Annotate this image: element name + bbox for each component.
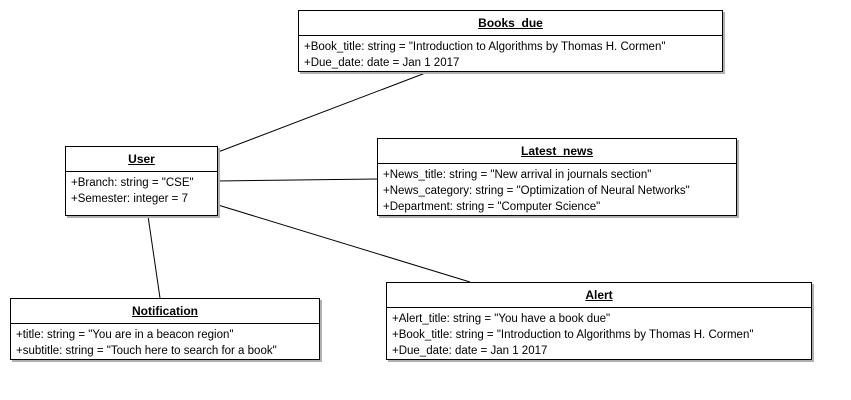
class-alert[interactable]: Alert +Alert_title: string = "You have a… [386, 282, 812, 360]
attribute-list: +title: string = "You are in a beacon re… [11, 324, 319, 359]
attribute: +Book_title: string = "Introduction to A… [392, 329, 754, 341]
class-notification[interactable]: Notification +title: string = "You are i… [10, 298, 320, 360]
attribute: +News_category: string = "Optimization o… [383, 185, 690, 197]
attribute: +Book_title: string = "Introduction to A… [304, 41, 666, 53]
attribute: +subtitle: string = "Touch here to searc… [16, 345, 277, 357]
class-latest-news[interactable]: Latest_news +News_title: string = "New a… [377, 138, 737, 216]
class-name-latest-news: Latest_news [378, 139, 736, 164]
association-user-books-due [217, 71, 429, 153]
association-user-latest-news [217, 178, 378, 182]
association-user-notification [147, 215, 161, 299]
attribute: +Branch: string = "CSE" [71, 177, 194, 189]
attribute: +Alert_title: string = "You have a book … [392, 313, 611, 325]
attribute: +title: string = "You are in a beacon re… [16, 329, 234, 341]
class-books-due[interactable]: Books_due +Book_title: string = "Introdu… [298, 10, 723, 72]
class-user[interactable]: User +Branch: string = "CSE" +Semester: … [65, 146, 218, 216]
attribute-list: +Branch: string = "CSE" +Semester: integ… [66, 172, 217, 207]
attribute: +Department: string = "Computer Science" [383, 201, 601, 213]
attribute-list: +News_title: string = "New arrival in jo… [378, 164, 736, 215]
attribute: +News_title: string = "New arrival in jo… [383, 169, 652, 181]
attribute: +Due_date: date = Jan 1 2017 [304, 57, 460, 69]
attribute-list: +Alert_title: string = "You have a book … [387, 308, 811, 359]
class-name-books-due: Books_due [299, 11, 722, 36]
class-name-user: User [66, 147, 217, 172]
attribute-list: +Book_title: string = "Introduction to A… [299, 36, 722, 71]
attribute: +Due_date: date = Jan 1 2017 [392, 345, 548, 357]
association-user-alert [217, 204, 471, 283]
class-name-notification: Notification [11, 299, 319, 324]
class-name-alert: Alert [387, 283, 811, 308]
attribute: +Semester: integer = 7 [71, 193, 188, 205]
